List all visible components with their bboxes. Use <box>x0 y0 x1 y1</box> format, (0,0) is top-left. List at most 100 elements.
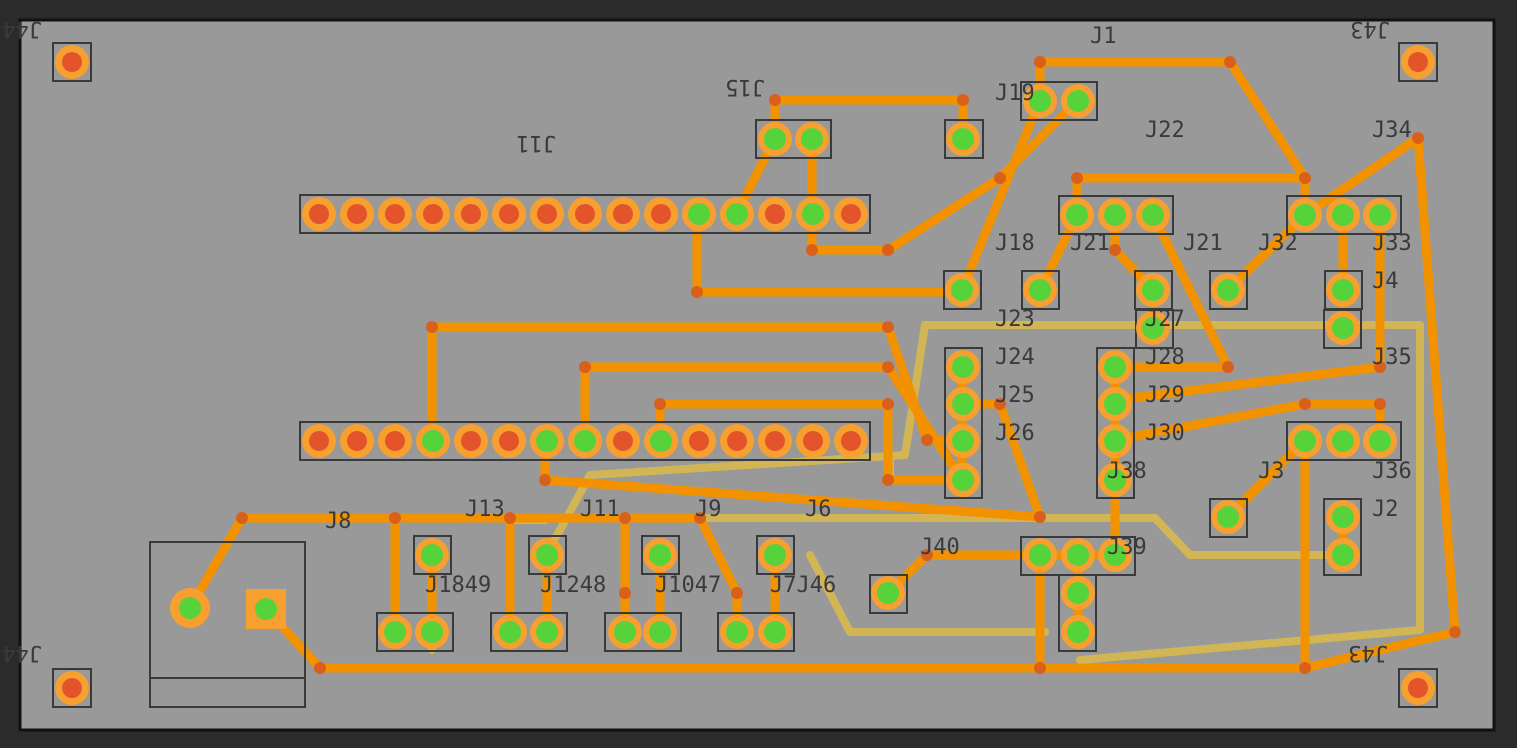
pad[interactable] <box>454 197 488 231</box>
pad[interactable] <box>1061 84 1095 118</box>
pad[interactable] <box>492 424 526 458</box>
pad[interactable] <box>946 424 980 458</box>
pad[interactable] <box>758 197 792 231</box>
pad[interactable] <box>530 197 564 231</box>
pad[interactable] <box>682 424 716 458</box>
footprint-outline <box>490 612 568 652</box>
pad[interactable] <box>1061 538 1095 572</box>
pad[interactable] <box>1098 387 1132 421</box>
pad[interactable] <box>1136 273 1170 307</box>
pad[interactable] <box>1023 273 1057 307</box>
pad[interactable] <box>378 197 412 231</box>
pad[interactable] <box>682 197 716 231</box>
via <box>1299 398 1311 410</box>
pad[interactable] <box>1401 671 1435 705</box>
pad[interactable] <box>1326 500 1360 534</box>
pad[interactable] <box>568 197 602 231</box>
pad[interactable] <box>1136 198 1170 232</box>
pad[interactable] <box>1326 273 1360 307</box>
pad[interactable] <box>946 350 980 384</box>
pad[interactable] <box>1326 538 1360 572</box>
via <box>1412 132 1424 144</box>
pad[interactable] <box>946 122 980 156</box>
pad[interactable] <box>340 197 374 231</box>
pad[interactable] <box>492 197 526 231</box>
pad[interactable] <box>796 197 830 231</box>
pad[interactable] <box>55 671 89 705</box>
pad[interactable] <box>758 615 792 649</box>
pad[interactable] <box>1098 538 1132 572</box>
pad[interactable] <box>1023 538 1057 572</box>
footprint-outline <box>869 574 908 614</box>
pad[interactable] <box>946 463 980 497</box>
via <box>539 474 551 486</box>
pad[interactable] <box>1363 424 1397 458</box>
pad[interactable] <box>568 424 602 458</box>
pad[interactable] <box>415 538 449 572</box>
pad[interactable] <box>720 424 754 458</box>
via <box>314 662 326 674</box>
pad[interactable] <box>493 615 527 649</box>
pad[interactable] <box>1023 84 1057 118</box>
pad[interactable] <box>758 424 792 458</box>
pad[interactable] <box>1326 198 1360 232</box>
pad[interactable] <box>1211 500 1245 534</box>
pad[interactable] <box>530 538 564 572</box>
pad[interactable] <box>378 615 412 649</box>
label-j32: J32 <box>1258 231 1298 256</box>
pad[interactable] <box>644 424 678 458</box>
pad[interactable] <box>720 197 754 231</box>
pad[interactable] <box>1363 198 1397 232</box>
via <box>1374 361 1386 373</box>
pad[interactable] <box>946 387 980 421</box>
pad[interactable] <box>796 424 830 458</box>
pad[interactable] <box>454 424 488 458</box>
pad[interactable] <box>1061 615 1095 649</box>
pad[interactable] <box>644 197 678 231</box>
pad[interactable] <box>758 538 792 572</box>
dc-jack[interactable] <box>149 541 306 708</box>
pad[interactable] <box>1288 424 1322 458</box>
pad[interactable] <box>758 122 792 156</box>
pad[interactable] <box>643 615 677 649</box>
pad[interactable] <box>1060 198 1094 232</box>
pad[interactable] <box>530 424 564 458</box>
pad[interactable] <box>1098 198 1132 232</box>
pad[interactable] <box>834 197 868 231</box>
pad[interactable] <box>720 615 754 649</box>
pad[interactable] <box>643 538 677 572</box>
footprint-outline <box>376 612 454 652</box>
pad[interactable] <box>1098 350 1132 384</box>
pad[interactable] <box>834 424 868 458</box>
pad[interactable] <box>302 197 336 231</box>
pad[interactable] <box>378 424 412 458</box>
pad[interactable] <box>606 424 640 458</box>
via <box>921 549 933 561</box>
via <box>1034 56 1046 68</box>
footprint-outline <box>52 42 92 82</box>
pad[interactable] <box>1061 576 1095 610</box>
pad[interactable] <box>1211 273 1245 307</box>
pad[interactable] <box>871 576 905 610</box>
footprint-outline <box>1323 498 1362 576</box>
pad[interactable] <box>606 197 640 231</box>
label-j30: J30 <box>1145 421 1185 446</box>
pad[interactable] <box>530 615 564 649</box>
pad[interactable] <box>1136 311 1170 345</box>
pad[interactable] <box>1401 45 1435 79</box>
pad[interactable] <box>302 424 336 458</box>
pad[interactable] <box>416 197 450 231</box>
pad[interactable] <box>1326 424 1360 458</box>
pad[interactable] <box>416 424 450 458</box>
pad[interactable] <box>340 424 374 458</box>
pad[interactable] <box>608 615 642 649</box>
pad[interactable] <box>1098 424 1132 458</box>
pad[interactable] <box>55 45 89 79</box>
pad[interactable] <box>1098 463 1132 497</box>
pad[interactable] <box>415 615 449 649</box>
pad[interactable] <box>795 122 829 156</box>
pad[interactable] <box>945 273 979 307</box>
pad[interactable] <box>1288 198 1322 232</box>
pad[interactable] <box>1326 311 1360 345</box>
